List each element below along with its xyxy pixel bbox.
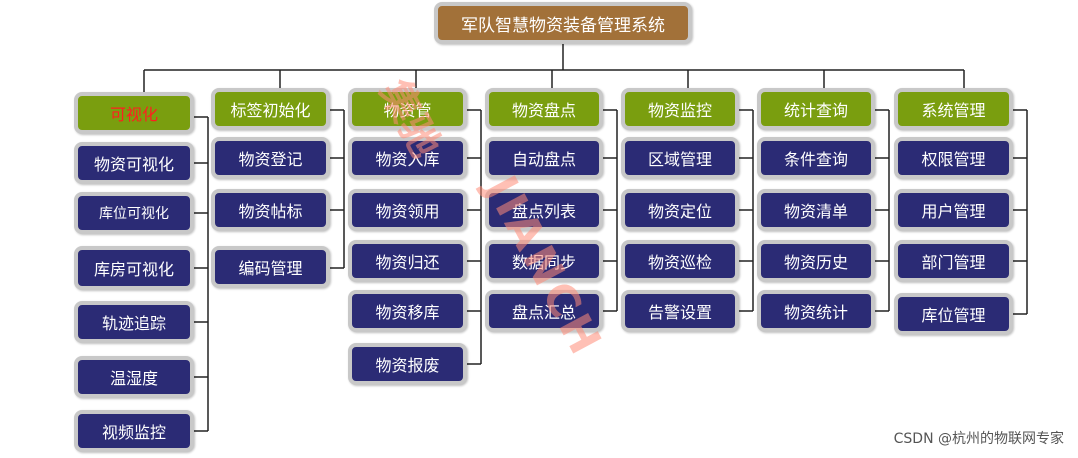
item-tag-init-3[interactable]: 编码管理	[211, 246, 330, 288]
system-title: 军队智慧物资装备管理系统	[434, 2, 692, 44]
item-statistics-1[interactable]: 条件查询	[757, 137, 875, 179]
item-monitoring-3[interactable]: 物资巡检	[621, 240, 739, 282]
item-visualization-5[interactable]: 温湿度	[74, 356, 194, 398]
csdn-credit: CSDN @杭州的物联网专家	[893, 431, 1064, 447]
header-tag-init[interactable]: 标签初始化	[211, 88, 330, 130]
item-system-mgmt-2[interactable]: 用户管理	[894, 189, 1013, 231]
header-statistics[interactable]: 统计查询	[757, 88, 875, 130]
header-system-mgmt[interactable]: 系统管理	[894, 88, 1013, 130]
item-visualization-6[interactable]: 视频监控	[74, 410, 194, 452]
item-tag-init-2[interactable]: 物资帖标	[211, 189, 330, 231]
item-monitoring-4[interactable]: 告警设置	[621, 290, 739, 332]
item-inventory-1[interactable]: 自动盘点	[485, 137, 603, 179]
item-system-mgmt-3[interactable]: 部门管理	[894, 240, 1013, 282]
item-material-mgmt-2[interactable]: 物资领用	[348, 189, 467, 231]
item-statistics-4[interactable]: 物资统计	[757, 290, 875, 332]
item-statistics-2[interactable]: 物资清单	[757, 189, 875, 231]
item-inventory-2[interactable]: 盘点列表	[485, 189, 603, 231]
item-monitoring-2[interactable]: 物资定位	[621, 189, 739, 231]
item-inventory-4[interactable]: 盘点汇总	[485, 290, 603, 332]
item-visualization-1[interactable]: 物资可视化	[74, 142, 194, 184]
item-system-mgmt-4[interactable]: 库位管理	[894, 293, 1013, 335]
item-inventory-3[interactable]: 数据同步	[485, 240, 603, 282]
item-material-mgmt-3[interactable]: 物资归还	[348, 240, 467, 282]
item-monitoring-1[interactable]: 区域管理	[621, 137, 739, 179]
item-system-mgmt-1[interactable]: 权限管理	[894, 137, 1013, 179]
item-visualization-2[interactable]: 库位可视化	[74, 192, 194, 234]
item-material-mgmt-1[interactable]: 物资入库	[348, 137, 467, 179]
header-visualization[interactable]: 可视化	[74, 92, 194, 134]
header-inventory[interactable]: 物资盘点	[485, 88, 603, 130]
item-visualization-3[interactable]: 库房可视化	[74, 246, 194, 290]
header-monitoring[interactable]: 物资监控	[621, 88, 739, 130]
item-material-mgmt-4[interactable]: 物资移库	[348, 290, 467, 332]
item-material-mgmt-5[interactable]: 物资报废	[348, 343, 467, 385]
item-statistics-3[interactable]: 物资历史	[757, 240, 875, 282]
item-visualization-4[interactable]: 轨迹追踪	[74, 301, 194, 343]
item-tag-init-1[interactable]: 物资登记	[211, 137, 330, 179]
header-material-mgmt[interactable]: 物资管	[348, 88, 467, 130]
